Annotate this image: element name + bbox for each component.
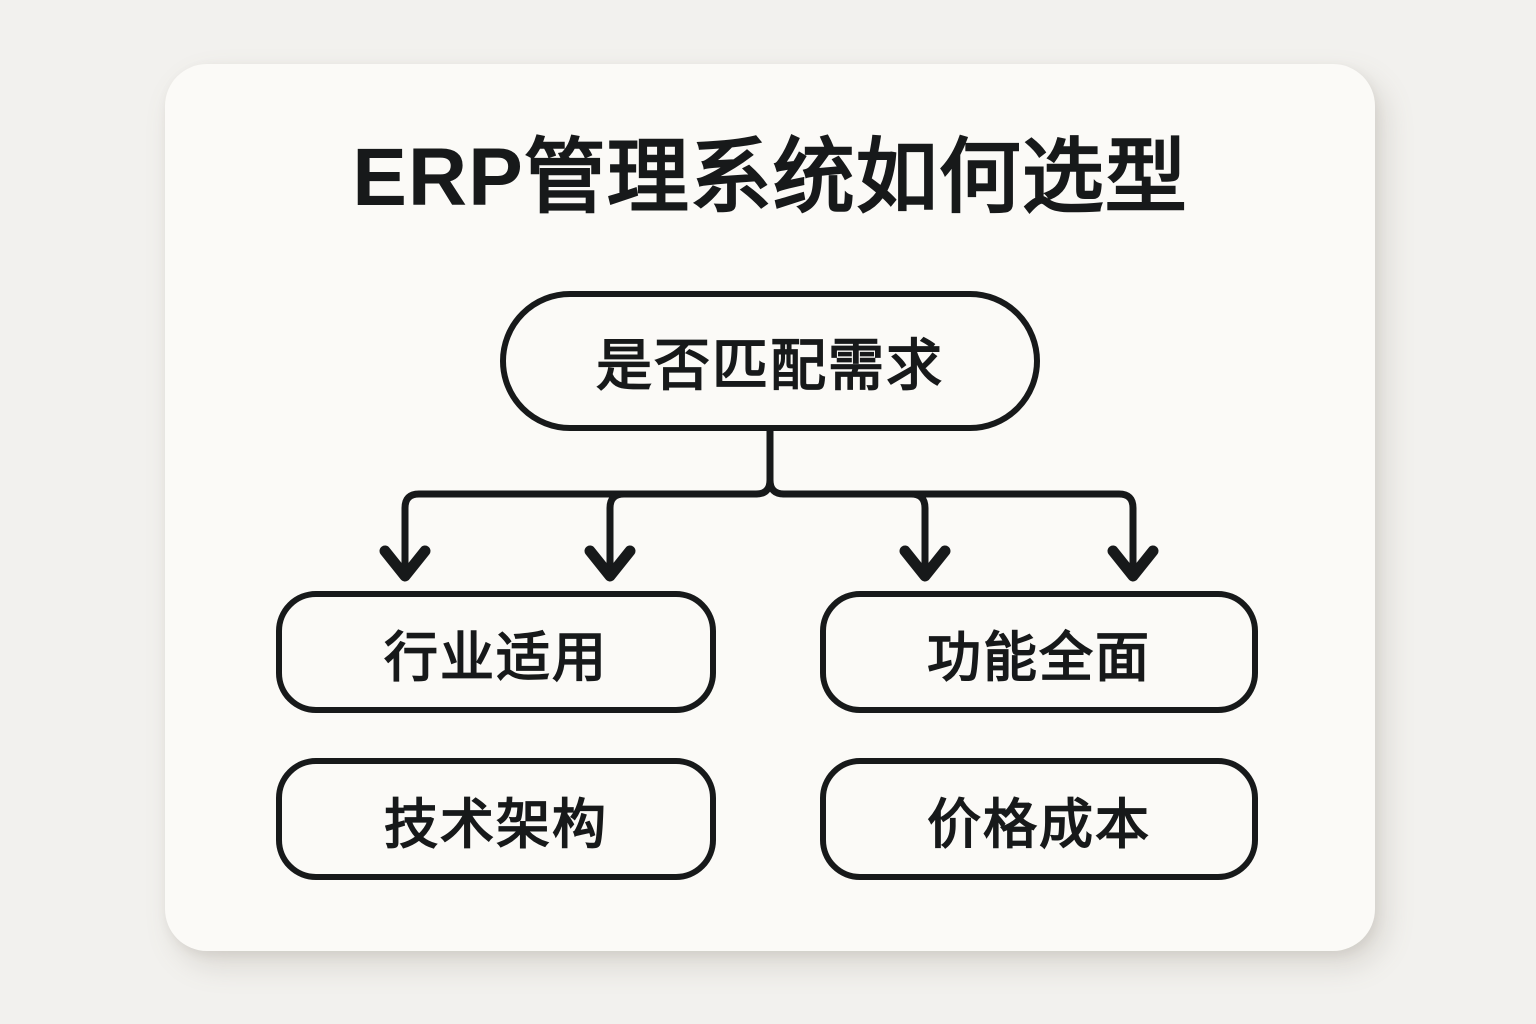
content-card bbox=[165, 64, 1375, 951]
leaf-node-tech-architecture[interactable]: 技术架构 bbox=[276, 758, 716, 880]
leaf-node-price-cost[interactable]: 价格成本 bbox=[820, 758, 1258, 880]
page-title: ERP管理系统如何选型 bbox=[352, 132, 1188, 223]
root-node[interactable]: 是否匹配需求 bbox=[500, 291, 1040, 431]
leaf-node-feature-coverage[interactable]: 功能全面 bbox=[820, 591, 1258, 713]
leaf-node-industry-fit[interactable]: 行业适用 bbox=[276, 591, 716, 713]
